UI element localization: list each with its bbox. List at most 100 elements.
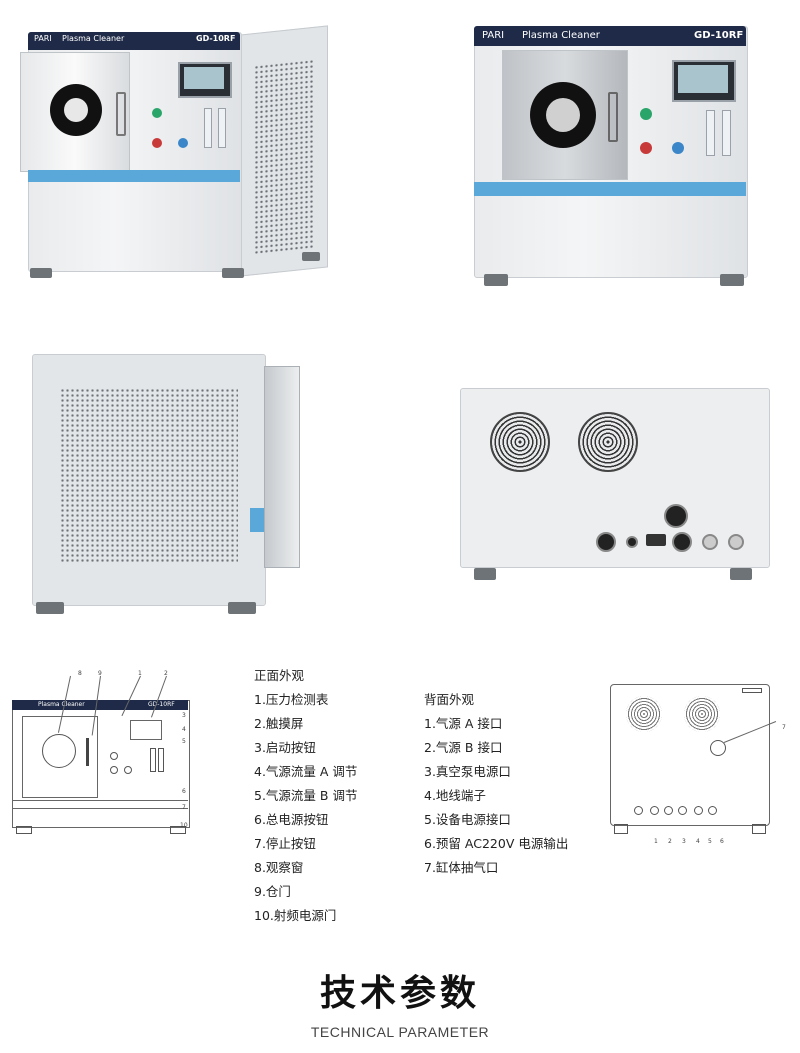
diagram-label-plate: [742, 688, 762, 693]
power-socket: [596, 532, 616, 552]
callout-3: 3: [682, 838, 686, 845]
diagram-fan: [684, 696, 720, 732]
callout-4: 4: [696, 838, 700, 845]
stop-button: [640, 142, 652, 154]
front-parts-list: 正面外观 1.压力检测表 2.触摸屏 3.启动按钮 4.气源流量 A 调节 5.…: [254, 664, 357, 928]
callout-7: 7: [782, 724, 786, 731]
callout-5: 5: [708, 838, 712, 845]
back-diagram: 7 1 2 3 4 5 6: [608, 682, 796, 850]
diagram-model-label: GD-10RF: [148, 701, 175, 708]
diagram-foot: [170, 826, 186, 834]
front-item: 1.压力检测表: [254, 692, 329, 707]
product-label: Plasma Cleaner: [522, 30, 600, 41]
back-item: 2.气源 B 接口: [424, 740, 503, 755]
diagram-exhaust: [710, 740, 726, 756]
photo-side: [24, 348, 304, 634]
power-button: [672, 142, 684, 154]
diagram-port: [634, 806, 643, 815]
diagram-foot: [752, 824, 766, 834]
back-item: 7.缸体抽气口: [424, 860, 499, 875]
chamber-door: [20, 52, 130, 172]
ground-terminal: [626, 536, 638, 548]
foot: [484, 274, 508, 286]
diagram-flowmeter: [158, 748, 164, 772]
foot: [474, 568, 496, 580]
blue-stripe: [474, 182, 746, 196]
fan-grille-left: [490, 412, 550, 472]
diagram-button: [110, 766, 118, 774]
callout-8: 8: [78, 670, 82, 677]
gas-inlet-b: [728, 534, 744, 550]
front-item: 9.仓门: [254, 884, 291, 899]
pump-power-port: [672, 532, 692, 552]
foot: [228, 602, 256, 614]
callout-3: 3: [182, 712, 186, 719]
door-handle: [608, 92, 618, 142]
photo-front-straight: PARI Plasma Cleaner GD-10RF: [472, 18, 772, 304]
callout-1: 1: [654, 838, 658, 845]
flow-meter-a: [706, 110, 715, 156]
flow-meter-b: [722, 110, 731, 156]
foot: [720, 274, 744, 286]
front-heading: 正面外观: [254, 668, 305, 683]
ac-outlet: [646, 534, 666, 546]
product-label: Plasma Cleaner: [62, 34, 125, 43]
front-item: 7.停止按钮: [254, 836, 316, 851]
callout-7: 7: [182, 804, 186, 811]
back-item: 1.气源 A 接口: [424, 716, 503, 731]
diagram-window: [42, 734, 76, 768]
fan-grille-right: [578, 412, 638, 472]
back-item: 4.地线端子: [424, 788, 486, 803]
front-item: 10.射频电源门: [254, 908, 337, 923]
callout-6: 6: [182, 788, 186, 795]
model-label: GD-10RF: [196, 34, 236, 43]
flow-meter-b: [218, 108, 226, 148]
diagram-screen: [130, 720, 162, 740]
callout-5: 5: [182, 738, 186, 745]
foot: [222, 268, 244, 278]
back-item: 3.真空泵电源口: [424, 764, 511, 779]
diagram-button: [110, 752, 118, 760]
front-panel-header: [28, 32, 240, 50]
back-heading: 背面外观: [424, 692, 475, 707]
callout-9: 9: [98, 670, 102, 677]
diagram-port: [678, 806, 687, 815]
diagram-port: [664, 806, 673, 815]
foot: [730, 568, 752, 580]
diagram-foot: [16, 826, 32, 834]
exhaust-port: [664, 504, 688, 528]
photo-back: [460, 384, 776, 598]
front-panel-header: [474, 26, 746, 46]
diagram-port: [650, 806, 659, 815]
flow-meter-a: [204, 108, 212, 148]
photo-front-angle: PARI Plasma Cleaner GD-10RF: [18, 22, 330, 284]
front-item: 5.气源流量 B 调节: [254, 788, 358, 803]
start-button: [640, 108, 652, 120]
door-handle: [116, 92, 126, 136]
callout-6: 6: [720, 838, 724, 845]
blue-stripe: [28, 170, 240, 182]
brand-label: PARI: [34, 34, 52, 43]
foot: [30, 268, 52, 278]
front-item: 2.触摸屏: [254, 716, 304, 731]
side-vent-holes: [60, 388, 238, 564]
back-parts-list: 背面外观 1.气源 A 接口 2.气源 B 接口 3.真空泵电源口 4.地线端子…: [424, 688, 568, 880]
front-item: 3.启动按钮: [254, 740, 316, 755]
back-item: 5.设备电源接口: [424, 812, 511, 827]
foot: [36, 602, 64, 614]
power-button: [178, 138, 188, 148]
model-label: GD-10RF: [694, 30, 744, 41]
diagram-port: [694, 806, 703, 815]
front-panel-edge: [264, 366, 300, 568]
diagram-header: [12, 700, 188, 710]
front-diagram: Plasma Cleaner GD-10RF 8 9 1 2 3 4 5 6 7…: [10, 670, 194, 850]
stop-button: [152, 138, 162, 148]
start-button: [152, 108, 162, 118]
diagram-product-label: Plasma Cleaner: [38, 701, 85, 708]
diagram-port: [708, 806, 717, 815]
diagram-button: [124, 766, 132, 774]
front-item: 6.总电源按钮: [254, 812, 329, 827]
foot: [302, 252, 320, 261]
front-item: 4.气源流量 A 调节: [254, 764, 358, 779]
callout-2: 2: [668, 838, 672, 845]
